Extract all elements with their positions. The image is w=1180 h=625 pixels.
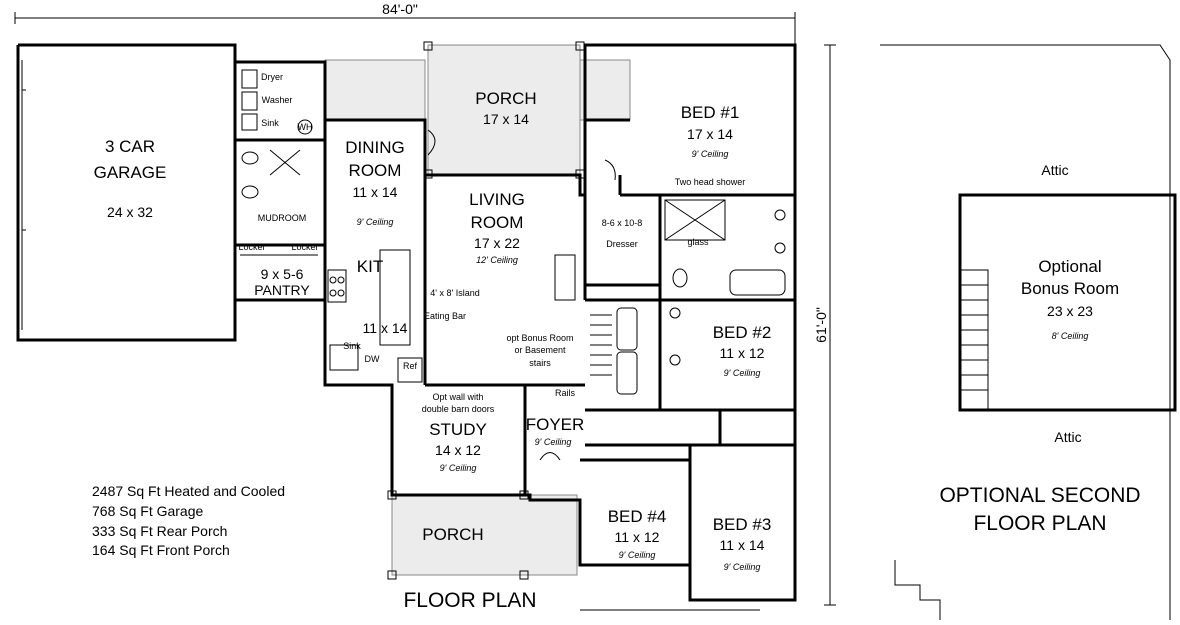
rear-porch-area	[427, 44, 581, 176]
kitchen-dims: 11 x 14	[363, 320, 408, 336]
laundry-mudroom-walls	[235, 60, 327, 302]
foyer-ceiling: 9' Ceiling	[535, 437, 572, 447]
second-floor-title-line2: FLOOR PLAN	[973, 512, 1106, 535]
dining-dims: 11 x 14	[353, 184, 398, 200]
living-name-line2: ROOM	[471, 213, 524, 232]
stairs-note-line1: opt Bonus Room	[506, 333, 573, 343]
bed3-dims: 11 x 14	[720, 537, 765, 553]
main-house-walls	[323, 43, 797, 602]
front-porch-area	[391, 494, 578, 576]
bonus-room-name-line2: Bonus Room	[1021, 279, 1119, 298]
refrigerator-label: Ref	[403, 361, 418, 371]
closet-dresser-label: Dresser	[606, 239, 638, 249]
dining-ceiling: 9' Ceiling	[357, 217, 394, 227]
study-note-line2: double barn doors	[422, 404, 495, 414]
study-note-line1: Opt wall with	[432, 392, 483, 402]
bonus-room-ceiling: 8' Ceiling	[1052, 331, 1089, 341]
dimension-lines	[14, 12, 836, 611]
second-floor-title-line1: OPTIONAL SECOND	[939, 484, 1140, 507]
attic-bottom-label: Attic	[1054, 429, 1081, 445]
living-name-line1: LIVING	[469, 190, 525, 209]
bonus-room-name-line1: Optional	[1038, 257, 1101, 276]
rear-porch-name: PORCH	[475, 89, 536, 108]
mudroom-label: MUDROOM	[258, 213, 307, 223]
bed1-ceiling: 9' Ceiling	[692, 149, 729, 159]
foyer-name: FOYER	[526, 415, 585, 434]
stairs-note-line3: stairs	[529, 358, 551, 368]
living-dims: 17 x 22	[474, 235, 520, 251]
kitchen-name: KIT	[357, 257, 383, 276]
locker-right-label: Locker	[291, 242, 318, 252]
bed1-name: BED #1	[681, 103, 740, 122]
dining-name-line2: ROOM	[349, 161, 402, 180]
pantry-name: PANTRY	[254, 282, 310, 298]
stats-front-porch: 164 Sq Ft Front Porch	[92, 542, 230, 558]
bed4-dims: 11 x 12	[615, 529, 660, 545]
second-floor-walls	[880, 44, 1177, 620]
attic-top-label: Attic	[1041, 162, 1068, 178]
garage-walls	[16, 43, 237, 342]
overall-width-label: 84'-0"	[382, 1, 418, 17]
water-heater-label: WH	[298, 122, 313, 132]
stats-garage: 768 Sq Ft Garage	[92, 503, 204, 519]
pantry-dims: 9 x 5-6	[261, 266, 304, 282]
bonus-room-dims: 23 x 23	[1047, 303, 1093, 319]
stats-heated: 2487 Sq Ft Heated and Cooled	[92, 483, 285, 499]
study-ceiling: 9' Ceiling	[440, 463, 477, 473]
dining-name-line1: DINING	[345, 138, 405, 157]
kitchen-island-label: 4' x 8' Island	[430, 288, 479, 298]
closet-dims: 8-6 x 10-8	[602, 218, 643, 228]
dishwasher-label: DW	[365, 354, 380, 364]
kitchen-sink-label: Sink	[343, 341, 361, 351]
bed4-name: BED #4	[608, 507, 667, 526]
master-glass-label: glass	[687, 237, 709, 247]
kitchen-eating-bar-label: Eating Bar	[424, 311, 466, 321]
stairs-note-line2: or Basement	[514, 345, 566, 355]
bed2-name: BED #2	[713, 323, 772, 342]
laundry-sink-label: Sink	[261, 118, 279, 128]
rear-porch-dims: 17 x 14	[483, 111, 529, 127]
stats-rear-porch: 333 Sq Ft Rear Porch	[92, 523, 227, 539]
rear-patio-left	[324, 59, 426, 121]
study-dims: 14 x 12	[435, 442, 481, 458]
bed4-ceiling: 9' Ceiling	[619, 550, 656, 560]
rear-patio-right	[579, 59, 631, 121]
master-shower-label: Two head shower	[675, 177, 746, 187]
dryer-label: Dryer	[261, 72, 283, 82]
bed1-dims: 17 x 14	[687, 126, 733, 142]
living-ceiling: 12' Ceiling	[476, 255, 518, 265]
rails-label: Rails	[555, 388, 576, 398]
bed2-ceiling: 9' Ceiling	[724, 368, 761, 378]
overall-depth-label: 61'-0"	[813, 307, 829, 343]
garage-name-line2: GARAGE	[94, 163, 167, 182]
bed3-ceiling: 9' Ceiling	[724, 562, 761, 572]
washer-label: Washer	[262, 95, 293, 105]
floor-plan-title: FLOOR PLAN	[403, 589, 536, 612]
front-porch-name: PORCH	[422, 525, 483, 544]
study-name: STUDY	[429, 420, 487, 439]
garage-dims: 24 x 32	[107, 204, 153, 220]
garage-name-line1: 3 CAR	[105, 137, 155, 156]
bed3-name: BED #3	[713, 515, 772, 534]
locker-left-label: Locker	[238, 242, 265, 252]
bed2-dims: 11 x 12	[720, 345, 765, 361]
